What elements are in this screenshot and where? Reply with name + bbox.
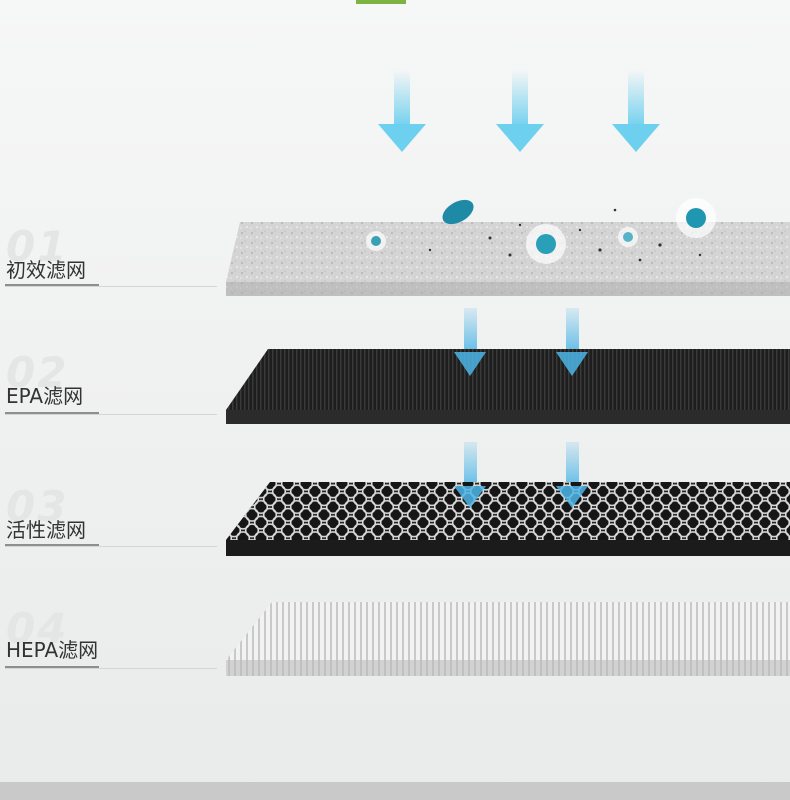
layer-name: EPA滤网	[6, 384, 84, 408]
layer-name: HEPA滤网	[6, 638, 99, 662]
layer-name: 活性滤网	[6, 518, 86, 542]
layer-number: 01	[6, 222, 69, 271]
layer-number: 04	[6, 604, 69, 653]
airflow-arrow-1	[378, 70, 426, 152]
label-rule	[5, 286, 217, 287]
layer-number: 03	[6, 482, 69, 531]
label-underline	[5, 544, 99, 547]
layer-name: 初效滤网	[6, 258, 86, 282]
label-rule	[5, 668, 217, 669]
label-underline	[5, 412, 99, 415]
airflow-arrow-3	[612, 70, 660, 152]
carbon-filter-layer	[226, 482, 790, 556]
label-underline	[5, 666, 99, 669]
layer-number: 02	[6, 348, 69, 397]
label-rule	[5, 414, 217, 415]
hepa-filter-layer	[226, 602, 790, 676]
label-rule	[5, 546, 217, 547]
label-underline	[5, 284, 99, 287]
airflow-arrow-2	[496, 70, 544, 152]
epa-filter-layer	[226, 349, 790, 424]
dust-particles	[366, 198, 716, 264]
bottom-bar	[0, 782, 790, 800]
top-accent-bar	[356, 0, 406, 4]
